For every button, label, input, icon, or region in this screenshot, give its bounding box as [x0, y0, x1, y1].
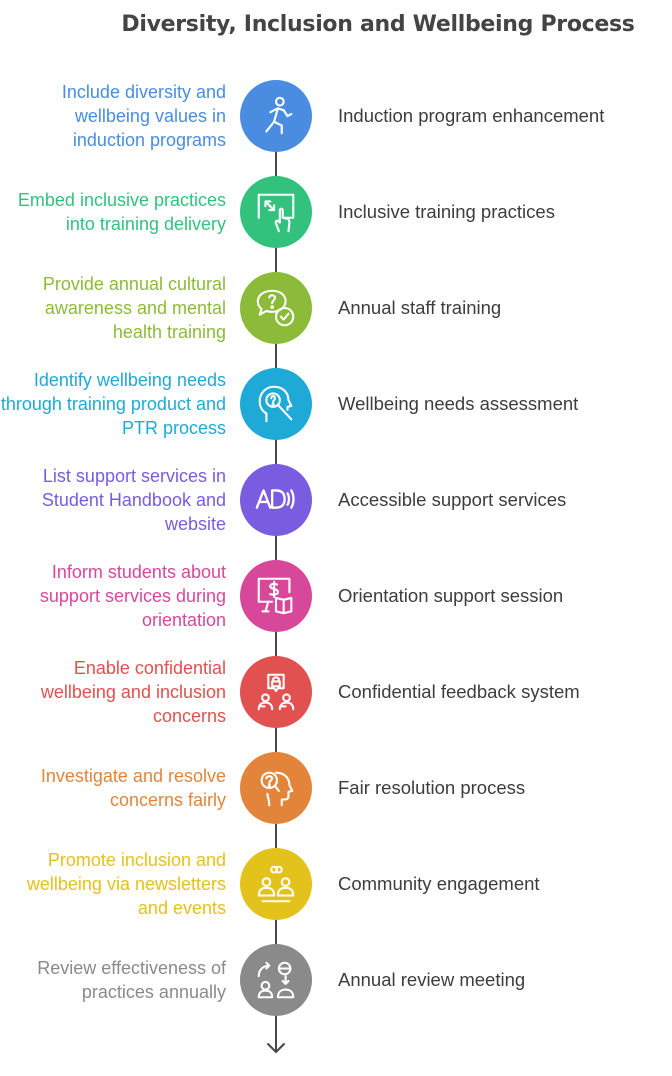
step-description: Provide annual cultural awareness and me… — [42, 274, 226, 342]
step-node — [240, 848, 312, 920]
step-description: Investigate and resolve concerns fairly — [40, 766, 226, 810]
step-label: Annual review meeting — [338, 969, 526, 990]
step-label: Wellbeing needs assessment — [338, 393, 579, 414]
step-label: Fair resolution process — [338, 777, 526, 798]
process-step: Embed inclusive practices into training … — [0, 164, 672, 260]
process-step: Review effectiveness of practices annual… — [0, 932, 672, 1028]
page-title: Diversity, Inclusion and Wellbeing Proce… — [121, 12, 635, 37]
process-step: Include diversity and wellbeing values i… — [0, 68, 672, 164]
step-label: Accessible support services — [338, 489, 567, 510]
walking-person-icon — [265, 96, 293, 135]
down-arrow-icon — [267, 1032, 285, 1053]
process-step: List support services in Student Handboo… — [0, 452, 672, 548]
step-node — [240, 656, 312, 728]
step-description: Inform students about support services d… — [39, 562, 226, 630]
step-node — [240, 272, 312, 344]
step-description: Include diversity and wellbeing values i… — [61, 82, 226, 150]
process-step: Promote inclusion and wellbeing via news… — [0, 836, 672, 932]
people-exchange-icon — [257, 961, 295, 999]
step-description: Promote inclusion and wellbeing via news… — [26, 850, 226, 918]
audio-description-icon — [255, 489, 295, 509]
step-node — [240, 80, 312, 152]
step-description: Enable confidential wellbeing and inclus… — [40, 658, 226, 726]
presentation-dollar-icon — [257, 577, 293, 615]
community-icon — [257, 865, 295, 903]
step-node — [240, 944, 312, 1016]
step-label: Induction program enhancement — [338, 105, 605, 126]
step-label: Orientation support session — [338, 585, 564, 606]
step-node — [240, 464, 312, 536]
step-label: Inclusive training practices — [338, 201, 555, 222]
process-step: Identify wellbeing needs through trainin… — [0, 356, 672, 452]
step-description: Embed inclusive practices into training … — [17, 190, 226, 234]
process-step: Investigate and resolve concerns fairly … — [0, 740, 672, 836]
step-node — [240, 176, 312, 248]
step-node — [240, 560, 312, 632]
step-label: Confidential feedback system — [338, 681, 580, 702]
process-step: Inform students about support services d… — [0, 548, 672, 644]
step-description: Identify wellbeing needs through trainin… — [0, 370, 226, 438]
touch-screen-icon — [257, 193, 295, 233]
process-step: Enable confidential wellbeing and inclus… — [0, 644, 672, 740]
step-description: Review effectiveness of practices annual… — [37, 958, 226, 1002]
process-step: Provide annual cultural awareness and me… — [0, 260, 672, 356]
step-label: Community engagement — [338, 873, 540, 894]
head-question-icon — [260, 771, 294, 807]
step-label: Annual staff training — [338, 297, 502, 318]
head-search-icon — [258, 385, 293, 423]
step-description: List support services in Student Handboo… — [41, 466, 226, 534]
chat-question-icon — [256, 289, 295, 327]
step-node — [240, 368, 312, 440]
lock-people-icon — [257, 673, 295, 711]
step-node — [240, 752, 312, 824]
